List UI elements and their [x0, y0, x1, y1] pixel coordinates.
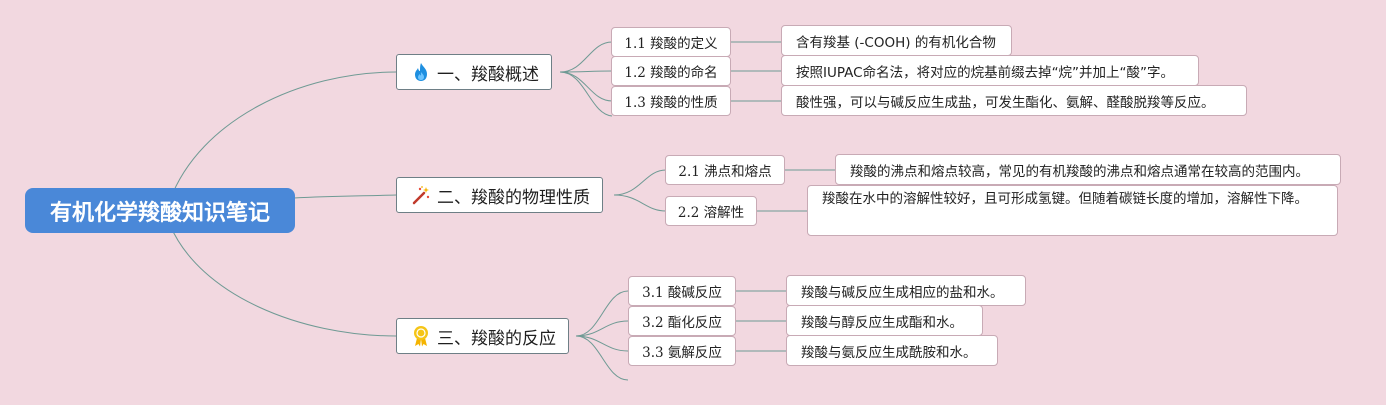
- subtopic-label: 1.3 羧酸的性质: [624, 95, 718, 111]
- note-boiling-melting-point[interactable]: 羧酸的沸点和熔点较高，常见的有机羧酸的沸点和熔点通常在较高的范围内。: [835, 154, 1341, 185]
- connector-b3-s2: [575, 320, 629, 337]
- subtopic-esterification[interactable]: 3.2 酯化反应: [628, 306, 736, 336]
- note-text: 羧酸与碱反应生成相应的盐和水。: [801, 284, 1004, 301]
- note-solubility[interactable]: 羧酸在水中的溶解性较好，且可形成氢键。但随着碳链长度的增加，溶解性下降。: [807, 185, 1338, 236]
- subtopic-aminolysis[interactable]: 3.3 氨解反应: [628, 336, 736, 366]
- subtopic-label: 1.2 羧酸的命名: [624, 65, 718, 81]
- subtopic-naming[interactable]: 1.2 羧酸的命名: [611, 56, 731, 86]
- flame-icon: [411, 61, 431, 83]
- note-text: 酸性强，可以与碱反应生成盐，可发生酯化、氨解、醛酸脱羧等反应。: [796, 94, 1215, 111]
- subtopic-definition[interactable]: 1.1 羧酸的定义: [611, 27, 731, 57]
- note-definition[interactable]: 含有羧基 (-COOH) 的有机化合物: [781, 25, 1012, 56]
- connector-b1-s1: [559, 41, 613, 73]
- award-medal-icon: [411, 325, 431, 347]
- subtopic-label: 2.1 沸点和熔点: [678, 164, 772, 180]
- note-text: 羧酸与氨反应生成酰胺和水。: [801, 344, 977, 361]
- branch-physical-properties-label: 二、羧酸的物理性质: [437, 187, 590, 208]
- connector-b1-extra: [559, 71, 613, 117]
- connector-root-branch-3: [169, 224, 397, 337]
- connector-root-branch-1: [169, 71, 397, 201]
- branch-reactions[interactable]: 三、羧酸的反应: [396, 318, 569, 354]
- connector-b2-s2: [613, 194, 667, 212]
- connector-b2-s1: [613, 169, 667, 196]
- connector-root-branch-2: [293, 194, 397, 199]
- subtopic-label: 1.1 羧酸的定义: [624, 36, 718, 52]
- magic-wand-icon: [411, 184, 431, 206]
- note-properties[interactable]: 酸性强，可以与碱反应生成盐，可发生酯化、氨解、醛酸脱羧等反应。: [781, 85, 1247, 116]
- subtopic-boiling-melting-point[interactable]: 2.1 沸点和熔点: [665, 155, 785, 185]
- root-topic[interactable]: 有机化学羧酸知识笔记: [25, 188, 295, 233]
- note-text: 按照IUPAC命名法，将对应的烷基前缀去掉“烷”并加上“酸”字。: [796, 64, 1175, 81]
- subtopic-label: 2.2 溶解性: [677, 205, 745, 221]
- note-text: 羧酸与醇反应生成酯和水。: [801, 314, 963, 331]
- note-text: 羧酸的沸点和熔点较高，常见的有机羧酸的沸点和熔点通常在较高的范围内。: [850, 163, 1309, 180]
- note-naming[interactable]: 按照IUPAC命名法，将对应的烷基前缀去掉“烷”并加上“酸”字。: [781, 55, 1199, 86]
- note-aminolysis[interactable]: 羧酸与氨反应生成酰胺和水。: [786, 335, 998, 366]
- connector-b3-s1: [575, 290, 629, 337]
- subtopic-properties[interactable]: 1.3 羧酸的性质: [611, 86, 731, 116]
- branch-overview[interactable]: 一、羧酸概述: [396, 54, 552, 90]
- note-acid-base-reaction[interactable]: 羧酸与碱反应生成相应的盐和水。: [786, 275, 1026, 306]
- note-text: 含有羧基 (-COOH) 的有机化合物: [796, 34, 996, 51]
- connector-b1-s2: [559, 70, 613, 73]
- subtopic-label: 3.1 酸碱反应: [642, 285, 722, 301]
- subtopic-acid-base-reaction[interactable]: 3.1 酸碱反应: [628, 276, 736, 306]
- note-text: 羧酸在水中的溶解性较好，且可形成氢键。但随着碳链长度的增加，溶解性下降。: [822, 191, 1308, 207]
- subtopic-label: 3.3 氨解反应: [642, 345, 722, 361]
- root-topic-label: 有机化学羧酸知识笔记: [49, 200, 270, 226]
- branch-overview-label: 一、羧酸概述: [437, 64, 539, 85]
- subtopic-label: 3.2 酯化反应: [642, 315, 722, 331]
- connector-b1-s3: [559, 71, 613, 102]
- branch-physical-properties[interactable]: 二、羧酸的物理性质: [396, 177, 603, 213]
- subtopic-solubility[interactable]: 2.2 溶解性: [665, 196, 757, 226]
- note-esterification[interactable]: 羧酸与醇反应生成酯和水。: [786, 305, 983, 336]
- branch-reactions-label: 三、羧酸的反应: [437, 328, 556, 349]
- connector-b3-extra: [575, 335, 629, 381]
